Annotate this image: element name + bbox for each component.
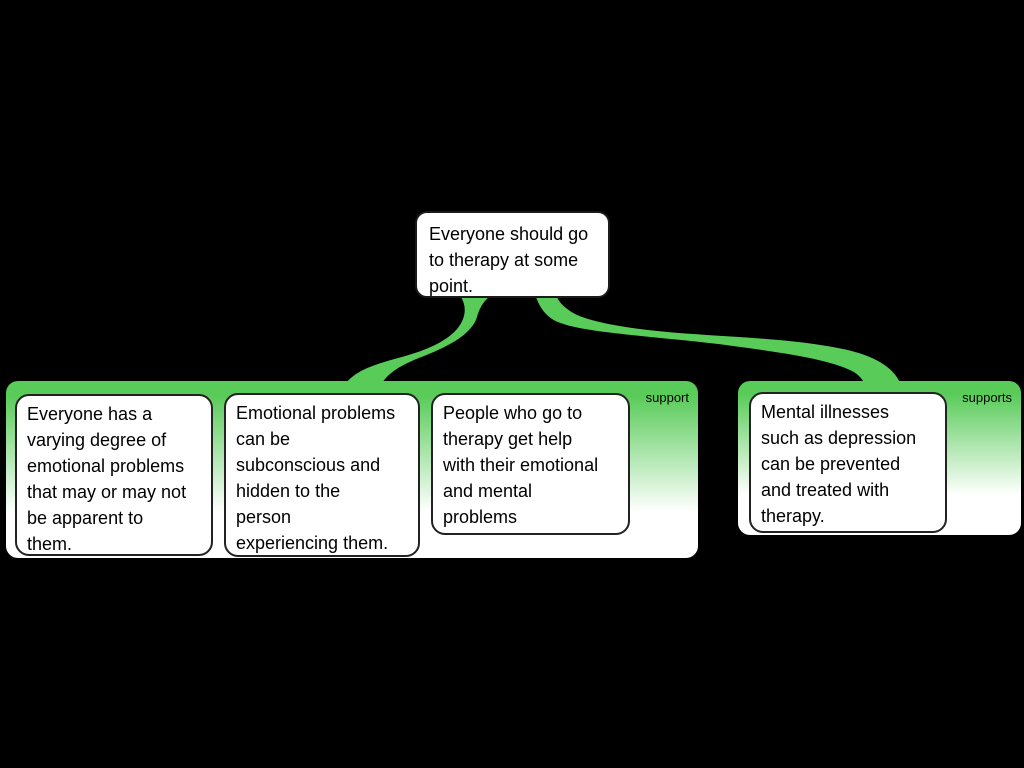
support-group-2[interactable]: supports Mental illnesses such as depres… (738, 381, 1021, 535)
claim-node-text: Everyone should go to therapy at some po… (429, 224, 589, 296)
reason-node-1[interactable]: Everyone has a varying degree of emotion… (15, 394, 213, 556)
claim-node[interactable]: Everyone should go to therapy at some po… (415, 211, 610, 298)
reason-node-4-text: Mental illnesses such as depression can … (761, 402, 917, 526)
reason-node-4[interactable]: Mental illnesses such as depression can … (749, 392, 947, 533)
connector-right-support (536, 297, 901, 385)
connector-left-support (345, 297, 489, 385)
support-group-1-label: support (645, 390, 689, 405)
support-group-2-label: supports (962, 390, 1012, 405)
reason-node-3-text: People who go to therapy get help with t… (443, 403, 599, 527)
reason-node-3[interactable]: People who go to therapy get help with t… (431, 393, 630, 535)
reason-node-2[interactable]: Emotional problems can be subconscious a… (224, 393, 420, 557)
support-group-1[interactable]: support Everyone has a varying degree of… (6, 381, 698, 558)
reason-node-1-text: Everyone has a varying degree of emotion… (27, 404, 187, 554)
reason-node-2-text: Emotional problems can be subconscious a… (236, 403, 396, 553)
